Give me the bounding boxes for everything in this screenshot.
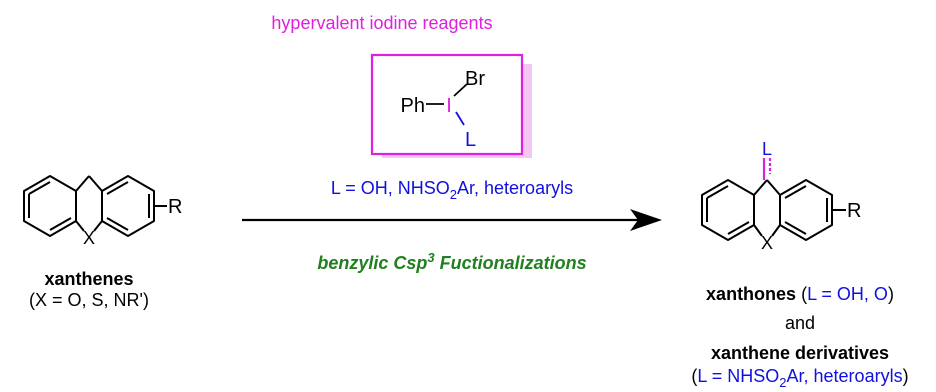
reactant-name: xanthenes — [44, 269, 133, 289]
ligand-scope: L = OH, NHSO2Ar, heteroaryls — [331, 178, 573, 202]
reagent-box: Ph I Br L — [370, 53, 532, 158]
product-name-xanthones: xanthones (L = OH, O) — [706, 284, 894, 304]
product-name-derivatives: xanthene derivatives — [711, 343, 889, 363]
product-r-group: R — [847, 200, 861, 222]
xanthone-structure — [701, 179, 846, 241]
product-and: and — [785, 313, 815, 333]
reagent-br: Br — [465, 68, 485, 90]
reagent-ph: Ph — [401, 95, 425, 117]
product-l-atom: L — [762, 139, 772, 159]
reaction-type: benzylic Csp3 Fuctionalizations — [317, 250, 586, 273]
i-br-bond — [453, 83, 468, 97]
c-l-bond — [762, 158, 772, 180]
reagent-heading: hypervalent iodine reagents — [271, 13, 492, 33]
xanthene-structure — [23, 175, 167, 237]
i-l-bond — [455, 111, 465, 126]
reagent-iodine: I — [446, 95, 452, 117]
reactant-scope: (X = O, S, NR') — [29, 290, 149, 310]
reagent-ligand: L — [465, 129, 476, 151]
reactant-x-atom: X — [83, 228, 95, 248]
product-x-atom: X — [761, 233, 773, 253]
reactant-r-group: R — [168, 196, 182, 218]
reaction-arrow — [242, 209, 662, 231]
reagent-box-frame — [370, 53, 524, 156]
product-derivative-scope: (L = NHSO2Ar, heteroaryls) — [691, 366, 908, 390]
